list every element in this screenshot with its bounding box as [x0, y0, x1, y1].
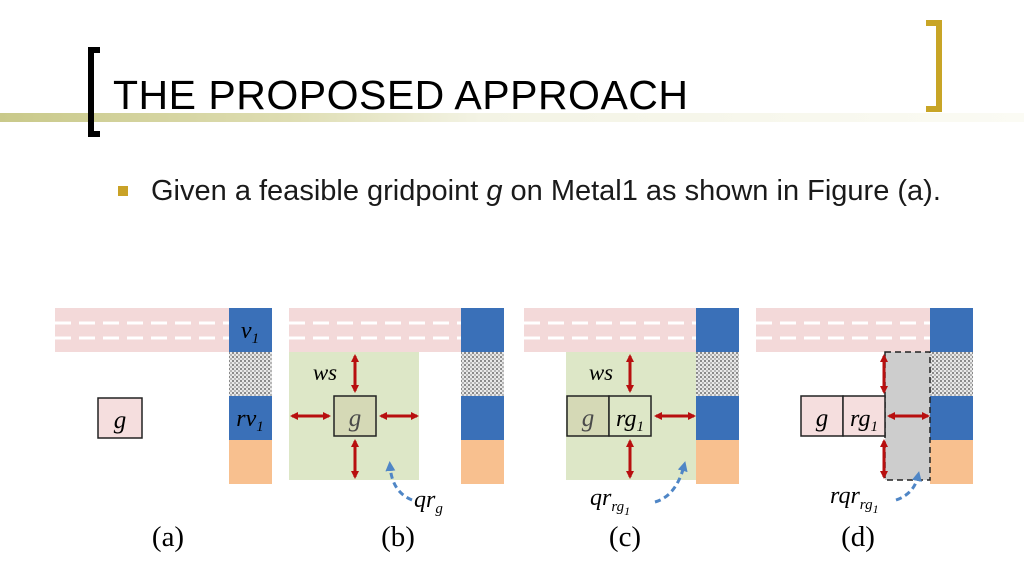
via-hatch: [696, 352, 739, 396]
label-rg: rg: [850, 406, 870, 432]
slide-title: THE PROPOSED APPROACH: [113, 72, 689, 118]
label-rg-sub: 1: [636, 419, 644, 435]
label-rg-sub: 1: [870, 419, 878, 435]
via-rv1: [461, 396, 504, 440]
label-rv-sub: 1: [256, 419, 264, 435]
caption-c: (c): [609, 521, 641, 553]
metal-band: [289, 308, 461, 352]
label-qr-subsub: 1: [624, 504, 630, 518]
metal-band: [55, 308, 229, 352]
label-g: g: [114, 407, 127, 434]
left-bracket-decoration: [88, 47, 100, 137]
bullet-text: Given a feasible gridpoint g on Metal1 a…: [151, 172, 951, 210]
rv-orange-block: [696, 440, 739, 484]
metal-band: [756, 308, 930, 352]
via-rv1: [930, 396, 973, 440]
gridpoint-g: [333, 395, 377, 437]
panel-d: g rg1 rqrrg1 (d): [756, 308, 973, 553]
label-rqr-subsub: 1: [873, 502, 879, 516]
metal-band: [524, 308, 696, 352]
label-v: v: [241, 318, 252, 344]
gridpoint-g: [97, 397, 143, 439]
title-underline-light: [480, 113, 1024, 122]
bullet-square-icon: [118, 186, 128, 196]
label-rg1: rg1: [850, 406, 878, 435]
panel-b: g ws qrg (b): [289, 308, 504, 553]
via-hatch: [229, 352, 272, 396]
panel-a: g v1 rv1 (a): [55, 308, 272, 553]
query-pointer-arrow: [654, 461, 688, 504]
label-g: g: [816, 405, 829, 432]
via-hatch: [930, 352, 973, 396]
rv-orange-block: [930, 440, 973, 484]
via-rv1: [229, 396, 272, 440]
panel-c: g rg1 ws qrrg1 (c): [524, 308, 739, 553]
via-rv1: [696, 396, 739, 440]
label-qr-rg1: qrrg1: [590, 485, 630, 518]
label-qr-g: qrg: [414, 487, 443, 517]
label-qr: qr: [414, 487, 436, 513]
rv-orange-block: [229, 440, 272, 484]
label-qr: qr: [590, 485, 612, 511]
label-v-sub: 1: [252, 331, 260, 347]
label-rqr: rqr: [830, 483, 860, 509]
via-hatch: [461, 352, 504, 396]
label-rqr-rg1: rqrrg1: [830, 483, 879, 516]
title-underline: [0, 113, 1024, 122]
caption-a: (a): [152, 521, 184, 553]
label-ws: ws: [589, 360, 613, 385]
label-rv: rv: [236, 406, 256, 432]
caption-d: (d): [841, 521, 875, 553]
label-qr-sub: rg: [611, 499, 624, 515]
label-rg1: rg1: [616, 406, 644, 435]
rv-orange-block: [461, 440, 504, 484]
via-v1: [229, 308, 272, 352]
query-pointer-arrow: [895, 471, 922, 502]
bullet-text-variable: g: [486, 175, 503, 207]
label-rv1: rv1: [236, 406, 264, 435]
via-v1: [696, 308, 739, 352]
via-v1: [461, 308, 504, 352]
query-pointer-arrow: [385, 461, 413, 502]
bullet-text-start: Given a feasible gridpoint: [151, 175, 487, 207]
title-underline-dark: [0, 113, 480, 122]
bullet-text-end: on Metal1 as shown in Figure (a).: [502, 175, 941, 207]
caption-b: (b): [381, 521, 415, 553]
label-v1: v1: [241, 318, 259, 347]
label-g: g: [349, 405, 362, 432]
label-rg: rg: [616, 406, 636, 432]
via-v1: [930, 308, 973, 352]
label-rqr-sub: rg: [860, 497, 873, 513]
label-g: g: [582, 405, 595, 432]
right-bracket-decoration: [926, 20, 942, 112]
gridpoint-rg1: [842, 395, 886, 437]
gridpoint-g: [800, 395, 844, 437]
gridpoint-g: [566, 395, 610, 437]
gridpoint-rg1: [608, 395, 652, 437]
label-ws: ws: [313, 360, 337, 385]
label-qr-sub: g: [435, 501, 443, 517]
